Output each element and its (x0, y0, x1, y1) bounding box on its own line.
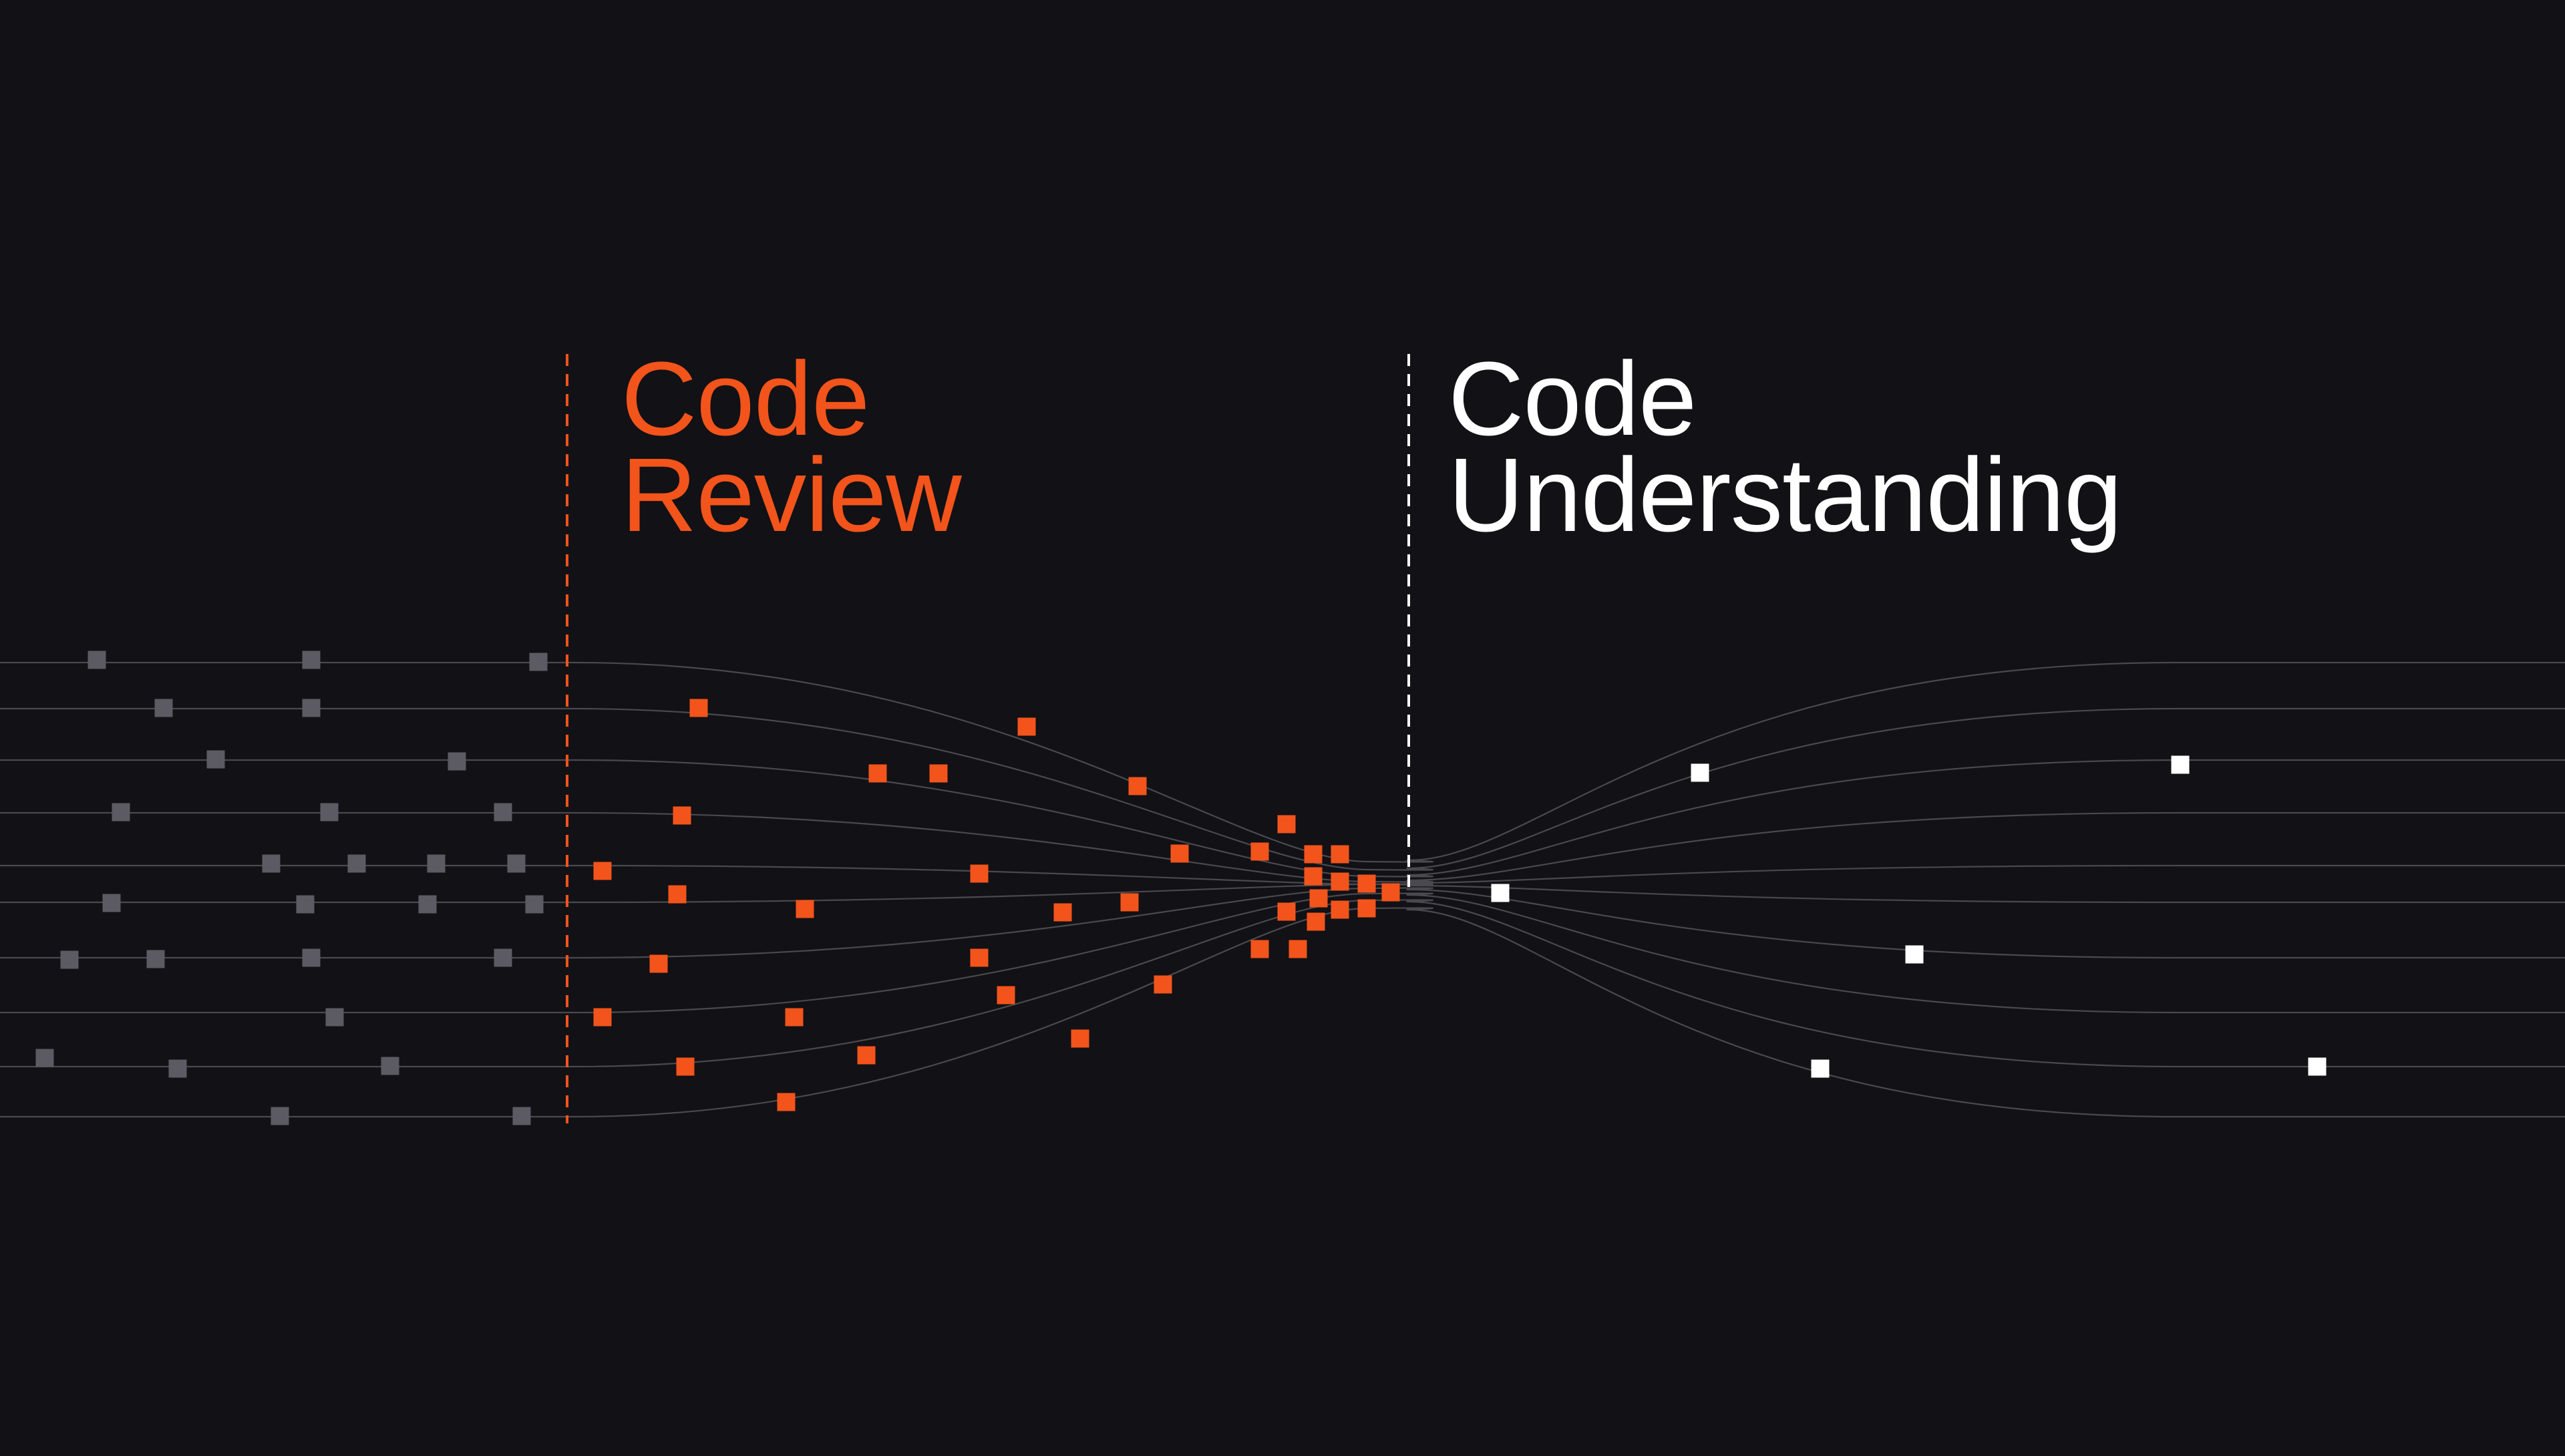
gray-square-icon (418, 895, 437, 914)
orange-square-icon (997, 986, 1015, 1005)
code-review-heading-line1: Code (621, 341, 870, 458)
code-understanding-heading: Code Understanding (1448, 341, 2122, 554)
gray-square-icon (494, 803, 512, 822)
white-square-icon (2171, 755, 2190, 774)
track-line (0, 907, 2565, 1118)
orange-square-icon (1277, 815, 1296, 834)
gray-square-icon (112, 803, 130, 822)
markers-group (35, 651, 2327, 1125)
orange-square-icon (868, 764, 887, 783)
orange-square-icon (1277, 902, 1296, 921)
white-square-icon (1811, 1059, 1830, 1078)
gray-square-icon (347, 854, 366, 873)
gray-square-icon (206, 750, 225, 769)
orange-square-icon (1154, 975, 1172, 994)
track-line (0, 887, 2565, 959)
gray-square-icon (296, 895, 315, 914)
orange-square-icon (796, 900, 814, 918)
gray-square-icon (494, 948, 512, 967)
track-line (0, 811, 2565, 883)
gray-square-icon (262, 854, 281, 873)
orange-square-icon (1017, 717, 1036, 736)
orange-square-icon (1120, 893, 1139, 912)
orange-square-icon (1357, 899, 1376, 918)
gray-square-icon (381, 1057, 399, 1075)
orange-square-icon (857, 1046, 876, 1065)
gray-square-icon (448, 752, 466, 771)
gray-square-icon (302, 651, 321, 669)
gray-square-icon (320, 803, 339, 822)
orange-square-icon (1307, 912, 1325, 931)
orange-square-icon (785, 1008, 804, 1027)
code-review-heading-line2: Review (621, 437, 962, 554)
orange-square-icon (777, 1093, 796, 1111)
tracks-group (0, 661, 2565, 1118)
orange-square-icon (649, 954, 668, 973)
orange-square-icon (1357, 874, 1376, 893)
orange-square-icon (929, 764, 948, 783)
orange-square-icon (1309, 889, 1328, 908)
orange-square-icon (970, 948, 989, 967)
orange-square-icon (1128, 777, 1147, 795)
gray-square-icon (302, 699, 321, 717)
track-line (0, 892, 2565, 1014)
code-understanding-heading-line1: Code (1448, 341, 1697, 458)
orange-square-icon (676, 1057, 695, 1076)
code-review-heading: Code Review (621, 341, 962, 554)
track-line (0, 661, 2565, 863)
white-square-icon (1491, 884, 1510, 902)
orange-square-icon (1250, 842, 1269, 861)
gray-square-icon (325, 1008, 344, 1027)
orange-square-icon (1304, 867, 1323, 886)
gray-square-icon (60, 950, 79, 969)
orange-square-icon (1381, 883, 1400, 902)
orange-square-icon (1304, 845, 1323, 864)
track-line (0, 899, 2565, 1068)
orange-square-icon (1331, 872, 1349, 891)
gray-square-icon (427, 854, 446, 873)
code-understanding-heading-line2: Understanding (1448, 437, 2122, 554)
white-square-icon (1691, 763, 1709, 782)
orange-square-icon (668, 885, 687, 904)
gray-square-icon (154, 699, 173, 717)
orange-square-icon (673, 806, 691, 825)
gray-square-icon (529, 653, 548, 671)
orange-square-icon (1250, 940, 1269, 958)
white-square-icon (2308, 1057, 2327, 1076)
gray-square-icon (102, 894, 121, 912)
orange-square-icon (1170, 844, 1189, 863)
gray-square-icon (512, 1107, 531, 1125)
orange-square-icon (1053, 903, 1072, 922)
orange-square-icon (1289, 940, 1307, 958)
orange-square-icon (593, 862, 612, 880)
gray-square-icon (271, 1107, 289, 1125)
gray-square-icon (302, 948, 321, 967)
track-line (0, 883, 2565, 904)
gray-square-icon (507, 854, 526, 873)
orange-square-icon (1071, 1029, 1089, 1048)
orange-square-icon (970, 864, 989, 883)
track-line (0, 759, 2565, 878)
orange-square-icon (1331, 900, 1349, 919)
gray-square-icon (35, 1049, 54, 1067)
orange-square-icon (689, 699, 708, 717)
white-square-icon (1905, 945, 1924, 964)
gray-square-icon (168, 1059, 187, 1078)
orange-square-icon (593, 1008, 612, 1027)
gray-square-icon (525, 895, 544, 914)
track-line (0, 707, 2565, 871)
gray-square-icon (88, 651, 106, 669)
gray-square-icon (146, 950, 165, 968)
orange-square-icon (1331, 845, 1349, 864)
